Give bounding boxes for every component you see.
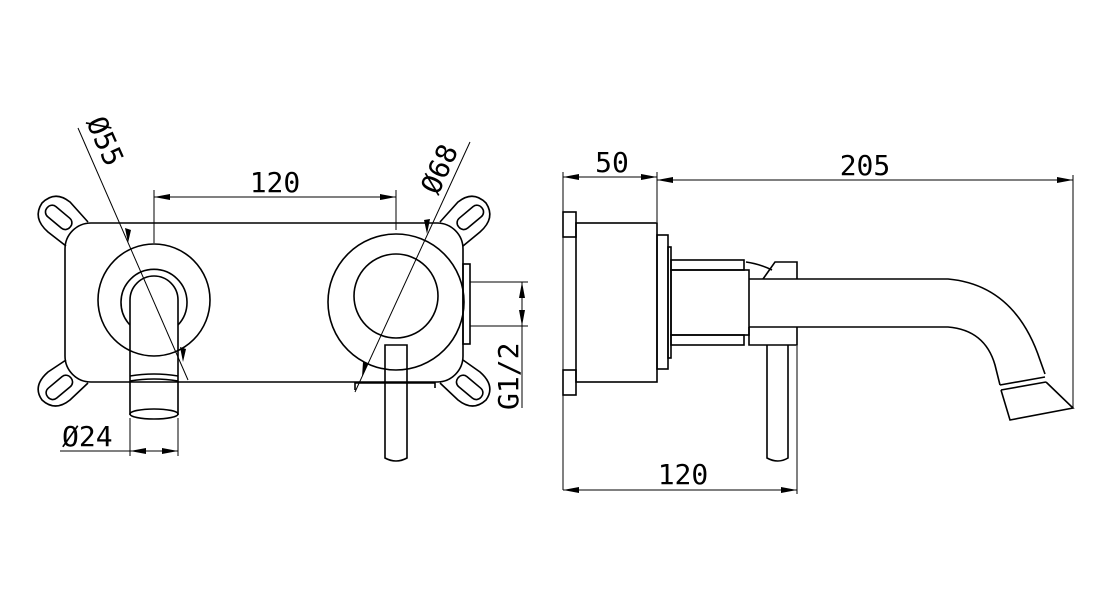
dim-label-rosette: Ø55 [80, 111, 131, 171]
side-lever [766, 345, 789, 462]
dimension-spout: Ø24 [60, 418, 179, 456]
dim-label-spout: Ø24 [62, 420, 113, 453]
spout-side [749, 278, 1046, 386]
lever [384, 344, 408, 462]
dimension-depth: 50 [562, 146, 658, 490]
handle-cap [353, 253, 439, 339]
dim-label-handle: Ø68 [414, 139, 465, 199]
valve-body [575, 222, 658, 383]
dimension-spacing: 120 [153, 166, 397, 243]
dimension-rosette: Ø55 [77, 111, 189, 381]
mounting-ears [37, 195, 491, 407]
spout-collar [120, 268, 188, 326]
handle-rosette [327, 233, 465, 371]
dim-label-depth: 50 [595, 146, 629, 179]
front-view: 120 Ø55 Ø68 Ø24 G1/2 [37, 111, 528, 462]
dimension-lever: 120 [563, 346, 798, 494]
dimension-thread: G1/2 [470, 281, 528, 410]
inlet-thread [462, 263, 471, 345]
spout-rosette [97, 243, 211, 357]
dim-label-spacing: 120 [250, 166, 301, 199]
spout-pipe [129, 275, 179, 415]
dimension-projection: 205 [657, 149, 1074, 408]
backplate [64, 222, 464, 383]
side-view: 50 205 120 [562, 146, 1075, 494]
dim-label-lever: 120 [658, 458, 709, 491]
dim-label-projection: 205 [840, 149, 891, 182]
handle-top [745, 261, 798, 280]
dim-label-thread: G1/2 [492, 343, 525, 410]
spout-outlet [999, 376, 1075, 421]
